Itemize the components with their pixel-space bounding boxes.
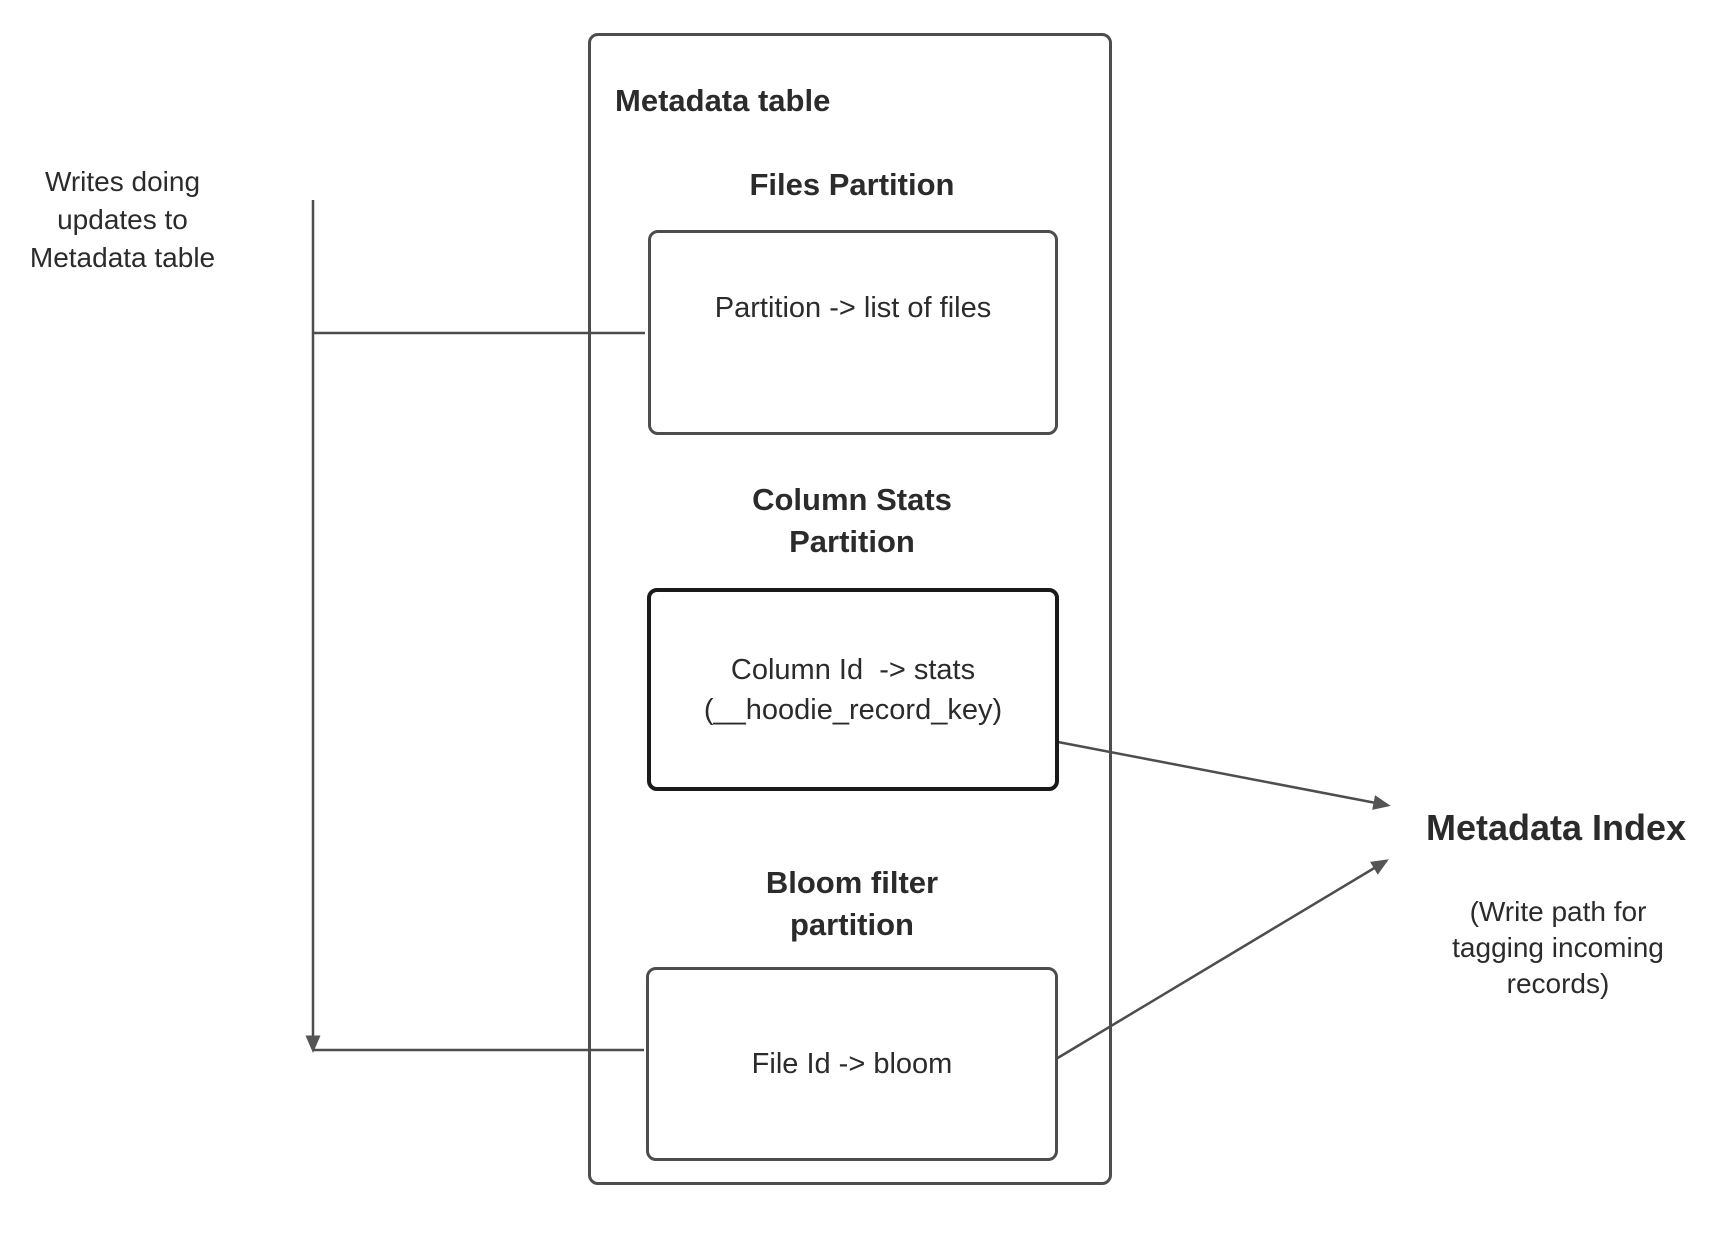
bloom-filter-partition-heading: Bloom filter partition: [645, 862, 1059, 946]
writes-note: Writes doing updates to Metadata table: [15, 163, 230, 277]
writes-note-line: Writes doing: [44, 166, 201, 197]
files-partition-heading-text: Files Partition: [749, 167, 955, 202]
column-stats-heading-line: Column Stats: [752, 482, 952, 517]
column-stats-partition-heading: Column Stats Partition: [645, 479, 1059, 563]
writes-note-line: Metadata table: [29, 242, 216, 273]
files-partition-box: Partition -> list of files: [648, 230, 1058, 435]
metadata-table-container: Metadata table Files Partition Partition…: [588, 33, 1112, 1185]
bloom-filter-label: File Id -> bloom: [751, 1048, 953, 1080]
column-stats-heading-line: Partition: [789, 524, 915, 559]
metadata-index-note: (Write path for tagging incoming records…: [1412, 894, 1704, 1002]
column-stats-label-line: Column Id -> stats: [730, 653, 976, 686]
metadata-index-title: Metadata Index: [1425, 807, 1687, 848]
metadata-table-title: Metadata table: [615, 83, 831, 118]
metadata-index-note-line: (Write path for: [1469, 896, 1647, 927]
files-partition-heading: Files Partition: [645, 164, 1059, 206]
writes-note-line: updates to: [57, 204, 188, 235]
bloom-filter-box: File Id -> bloom: [646, 967, 1058, 1161]
files-partition-label: Partition -> list of files: [714, 291, 992, 324]
bloom-filter-heading-line: Bloom filter: [765, 865, 939, 900]
metadata-index-note-line: tagging incoming: [1452, 932, 1664, 963]
bloom-filter-heading-line: partition: [790, 907, 914, 942]
metadata-index-note-line: records): [1506, 968, 1610, 999]
column-stats-box: Column Id -> stats (__hoodie_record_key): [647, 588, 1059, 791]
column-stats-label-line: (__hoodie_record_key): [703, 693, 1003, 726]
